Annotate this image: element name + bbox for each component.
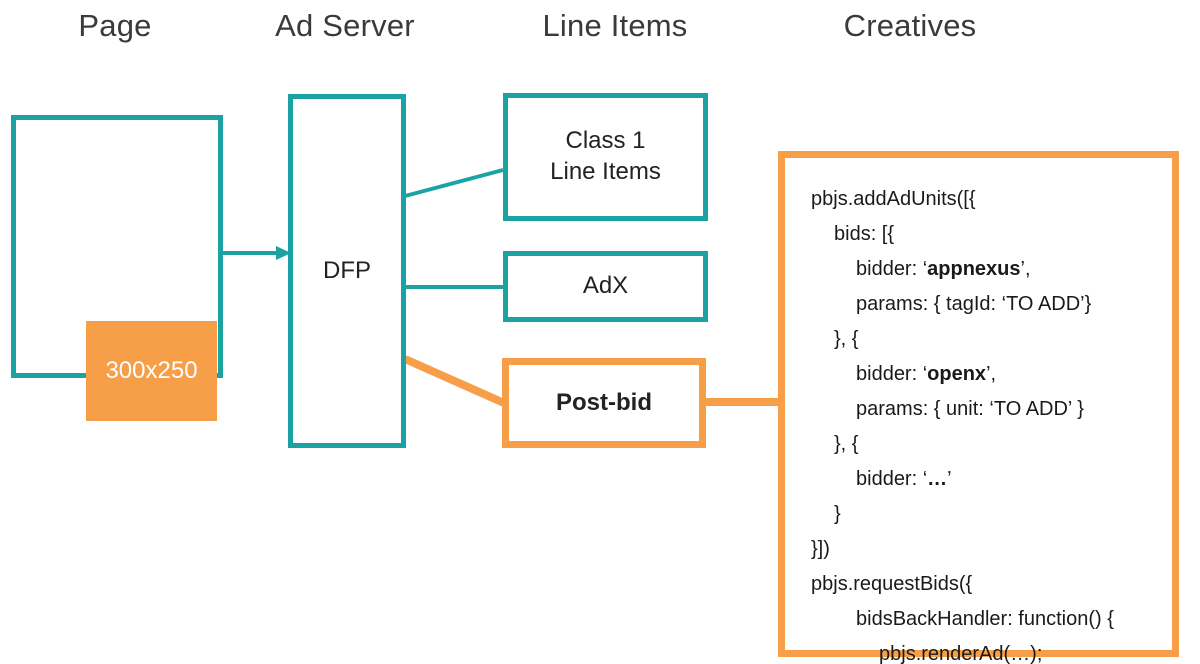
code-line: pbjs.renderAd(…); [879, 643, 1043, 664]
column-title-creatives: Creatives [843, 8, 977, 43]
creatives-code-lines: pbjs.addAdUnits([{ bids: [{ bidder: ‘appne… [811, 182, 1114, 664]
ad-slot-300x250[interactable]: 300x250 [86, 321, 217, 421]
code-line: }, { [834, 328, 859, 350]
line-item-adx-box: AdX [503, 251, 708, 322]
column-title-line-items: Line Items [542, 8, 688, 43]
page-box: 300x250 [11, 115, 223, 421]
connector-dfp-to-postbid [403, 355, 506, 407]
column-title-page: Page [78, 8, 152, 43]
code-line: bids: [{ [834, 223, 895, 245]
column-title-ad-server: Ad Server [275, 8, 415, 43]
code-line: bidder: ‘…’ [856, 468, 952, 490]
code-line: pbjs.requestBids({ [811, 573, 973, 595]
ad-server-dfp-box: DFP [288, 94, 406, 448]
connector-dfp-to-class1 [404, 168, 504, 198]
line-item-post-bid-label: Post-bid [556, 388, 652, 416]
code-line: }, { [834, 433, 859, 455]
creatives-code-box: pbjs.addAdUnits([{ bids: [{ bidder: ‘appne… [778, 151, 1179, 664]
code-line: bidsBackHandler: function() { [856, 608, 1114, 630]
code-line: pbjs.addAdUnits([{ [811, 188, 976, 210]
line-item-post-bid-box: Post-bid [502, 358, 706, 448]
ad-server-dfp-label: DFP [323, 256, 371, 284]
code-line: }]) [811, 538, 830, 560]
line-item-adx-label: AdX [582, 272, 629, 300]
code-line: params: { unit: ‘TO ADD’ } [856, 398, 1084, 420]
code-line: bidder: ‘appnexus’, [856, 258, 1031, 280]
code-line: bidder: ‘openx’, [856, 363, 997, 385]
code-line: } [834, 503, 841, 525]
ad-slot-label: 300x250 [105, 357, 198, 384]
code-line: params: { tagId: ‘TO ADD’} [856, 293, 1092, 315]
